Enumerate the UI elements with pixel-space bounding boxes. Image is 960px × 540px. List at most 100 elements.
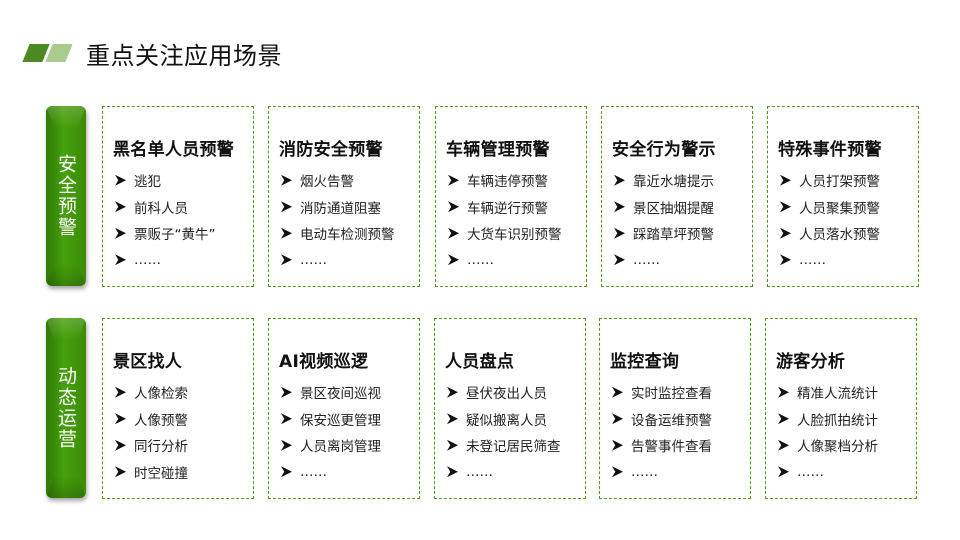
list-item: 精准人流统计 [776,379,916,406]
arrow-bullet-icon [612,439,623,451]
list-item: …… [778,247,918,274]
arrow-bullet-icon [281,386,292,398]
card-list: 人像检索 人像预警 同行分析 时空碰撞 [113,379,253,485]
list-item: 人员聚集预警 [778,194,918,221]
list-item-text: 同行分析 [134,439,188,456]
list-item-text: 人员离岗管理 [300,439,381,456]
title-accent-icon [22,43,73,63]
list-item-text: 未登记居民筛查 [466,439,561,456]
arrow-bullet-icon [115,201,126,213]
arrow-bullet-icon [612,466,623,478]
list-item-text: 设备运维预警 [631,412,712,429]
arrow-bullet-icon [115,174,126,186]
card-list: 车辆违停预警 车辆逆行预警 大货车识别预警 …… [446,167,586,273]
list-item-text: …… [797,463,824,480]
card-title: 黑名单人员预警 [113,140,235,160]
arrow-bullet-icon [778,386,789,398]
list-item-text: 车辆逆行预警 [467,200,548,217]
list-item: 靠近水塘提示 [612,167,752,194]
arrow-bullet-icon [115,254,126,266]
arrow-bullet-icon [780,227,791,239]
list-item-text: 精准人流统计 [797,386,878,403]
list-item-text: 票贩子“黄牛” [134,227,216,244]
card-list: 逃犯 前科人员 票贩子“黄牛” …… [113,167,253,273]
list-item-text: 人像聚档分析 [797,439,878,456]
list-item: …… [445,459,585,486]
list-item: …… [776,459,916,486]
list-item: 人员离岗管理 [279,432,419,459]
list-item-text: …… [134,251,161,268]
list-item: 人员落水预警 [778,220,918,247]
list-item: 时空碰撞 [113,459,253,486]
arrow-bullet-icon [281,413,292,425]
list-item: …… [279,247,419,274]
arrow-bullet-icon [448,254,459,266]
list-item: 告警事件查看 [610,432,750,459]
arrow-bullet-icon [447,413,458,425]
list-item-text: 人员落水预警 [799,227,880,244]
list-item-text: …… [799,251,826,268]
arrow-bullet-icon [115,466,126,478]
list-item-text: 疑似搬离人员 [466,412,547,429]
list-item: 景区夜间巡视 [279,379,419,406]
card-list: 烟火告警 消防通道阻塞 电动车检测预警 …… [279,167,419,273]
card-find-person: 景区找人 人像检索 人像预警 同行分析 时空碰撞 [102,318,254,499]
list-item: …… [446,247,586,274]
list-item: 保安巡更管理 [279,406,419,433]
list-item: 同行分析 [113,432,253,459]
arrow-bullet-icon [780,254,791,266]
section-label-text: 安全预警 [55,154,77,238]
list-item: …… [610,459,750,486]
card-title: 消防安全预警 [279,140,383,160]
list-item: 大货车识别预警 [446,220,586,247]
list-item: …… [279,459,419,486]
arrow-bullet-icon [447,386,458,398]
arrow-bullet-icon [115,227,126,239]
arrow-bullet-icon [778,439,789,451]
list-item-text: …… [631,463,658,480]
card-personnel-inventory: 人员盘点 昼伏夜出人员 疑似搬离人员 未登记居民筛查 …… [434,318,586,499]
list-item-text: 人员聚集预警 [799,200,880,217]
card-special-event-alert: 特殊事件预警 人员打架预警 人员聚集预警 人员落水预警 …… [767,106,919,287]
list-item-text: 大货车识别预警 [467,227,562,244]
card-title: AI视频巡逻 [279,352,369,372]
arrow-bullet-icon [614,254,625,266]
list-item-text: 告警事件查看 [631,439,712,456]
list-item: 未登记居民筛查 [445,432,585,459]
card-vehicle-management-alert: 车辆管理预警 车辆违停预警 车辆逆行预警 大货车识别预警 …… [435,106,587,287]
list-item-text: 人员打架预警 [799,174,880,191]
list-item-text: 人像检索 [134,386,188,403]
arrow-bullet-icon [778,413,789,425]
arrow-bullet-icon [614,201,625,213]
list-item-text: …… [300,463,327,480]
card-safety-behavior-warning: 安全行为警示 靠近水塘提示 景区抽烟提醒 踩踏草坪预警 …… [601,106,753,287]
card-title: 人员盘点 [445,352,515,372]
list-item: 电动车检测预警 [279,220,419,247]
list-item-text: 昼伏夜出人员 [466,386,547,403]
list-item-text: 景区夜间巡视 [300,386,381,403]
arrow-bullet-icon [448,174,459,186]
arrow-bullet-icon [614,227,625,239]
card-fire-safety-alert: 消防安全预警 烟火告警 消防通道阻塞 电动车检测预警 …… [268,106,420,287]
list-item-text: 车辆违停预警 [467,174,548,191]
arrow-bullet-icon [447,466,458,478]
list-item: 设备运维预警 [610,406,750,433]
card-list: 景区夜间巡视 保安巡更管理 人员离岗管理 …… [279,379,419,485]
card-title: 监控查询 [610,352,680,372]
card-blacklist-alert: 黑名单人员预警 逃犯 前科人员 票贩子“黄牛” …… [102,106,254,287]
list-item-text: 消防通道阻塞 [300,200,381,217]
arrow-bullet-icon [612,386,623,398]
section-label-dynamic-operations: 动态运营 [46,318,86,498]
arrow-bullet-icon [614,174,625,186]
list-item-text: …… [633,251,660,268]
list-item: 昼伏夜出人员 [445,379,585,406]
card-monitoring-query: 监控查询 实时监控查看 设备运维预警 告警事件查看 …… [599,318,751,499]
list-item-text: 逃犯 [134,174,161,191]
list-item-text: 时空碰撞 [134,465,188,482]
list-item: 票贩子“黄牛” [113,220,253,247]
list-item-text: 踩踏草坪预警 [633,227,714,244]
list-item: 车辆逆行预警 [446,194,586,221]
list-item-text: …… [467,251,494,268]
list-item: 人像聚档分析 [776,432,916,459]
card-title: 特殊事件预警 [778,140,882,160]
